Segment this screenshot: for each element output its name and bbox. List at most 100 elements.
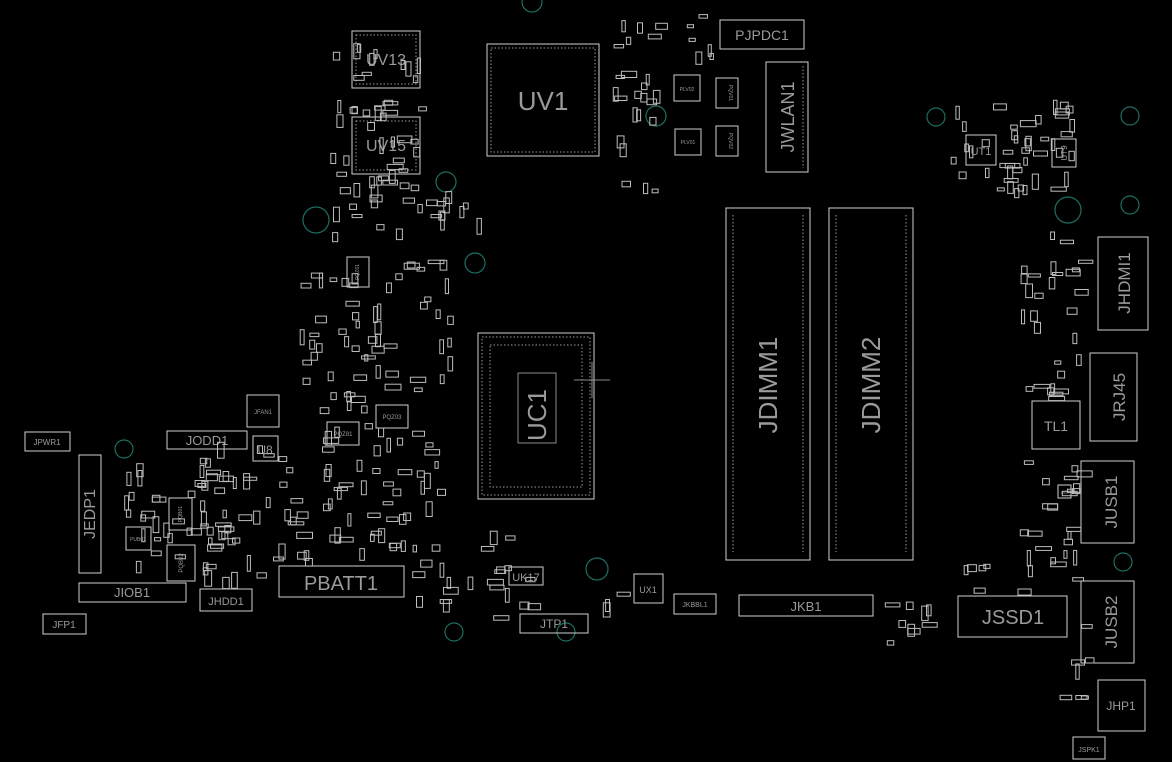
passive-pad <box>625 36 632 45</box>
pjpdc1-label: PJPDC1 <box>735 27 789 43</box>
component-jtp1[interactable]: JTP1 <box>519 613 589 634</box>
passive-pad <box>338 328 347 335</box>
component-jrj45[interactable]: JRJ45 <box>1089 352 1138 442</box>
passive-pad <box>1084 657 1095 664</box>
jkb1-label: JKB1 <box>790 599 821 614</box>
passive-pad <box>137 470 143 487</box>
passive-pad <box>290 498 304 504</box>
component-jusb2[interactable]: JUSB2 <box>1080 580 1135 664</box>
jwlan1-label: JWLAN1 <box>778 81 798 152</box>
component-jspk1[interactable]: JSPK1 <box>1072 736 1106 760</box>
component-uv1[interactable]: UV1 <box>486 43 600 157</box>
passive-pad <box>200 523 209 529</box>
passive-pad <box>476 217 482 235</box>
passive-pad <box>1050 383 1056 394</box>
component-uv15[interactable]: UV15 <box>351 116 421 175</box>
passive-pad <box>1035 115 1042 125</box>
passive-pad <box>686 24 694 29</box>
component-pjpdc1[interactable]: PJPDC1 <box>719 19 805 50</box>
component-pqb02[interactable]: PQB02 <box>166 544 196 582</box>
passive-pad <box>315 315 327 324</box>
component-pqb01[interactable]: PQB01 <box>168 497 193 531</box>
passive-pad <box>505 535 516 541</box>
component-pqv01[interactable]: PQV01 <box>715 77 739 109</box>
passive-pad <box>641 82 648 91</box>
passive-pad <box>444 278 449 295</box>
component-pqz03[interactable]: PQZ03 <box>375 404 409 429</box>
component-jwlan1[interactable]: JWLAN1 <box>765 61 809 173</box>
component-ut9[interactable]: UT9 <box>1051 138 1077 168</box>
component-jfan1[interactable]: JFAN1 <box>246 394 280 428</box>
passive-pad <box>436 201 447 207</box>
passive-pad <box>265 497 271 509</box>
passive-pad <box>1034 292 1044 299</box>
component-jfp1[interactable]: JFP1 <box>42 613 87 635</box>
passive-pad <box>439 339 444 355</box>
component-jodd1[interactable]: JODD1 <box>166 430 248 450</box>
component-jdimm1[interactable]: JDIMM1 <box>725 207 811 561</box>
component-pqz81[interactable]: PQZ81 <box>326 421 360 446</box>
passive-components <box>124 14 1095 701</box>
passive-pad <box>420 301 428 310</box>
component-pqv02[interactable]: PQV02 <box>715 125 739 157</box>
component-ux1[interactable]: UX1 <box>633 573 664 604</box>
passive-pad <box>323 437 340 444</box>
component-jssd1[interactable]: JSSD1 <box>957 595 1068 638</box>
component-jhp1[interactable]: JHP1 <box>1097 679 1146 732</box>
component-uv13[interactable]: UV13 <box>351 30 421 89</box>
component-plv02[interactable]: PLV02 <box>673 74 701 102</box>
component-jiob1[interactable]: JIOB1 <box>78 582 187 603</box>
passive-pad <box>615 74 626 80</box>
component-plv01[interactable]: PLV01 <box>674 128 702 156</box>
component-jkb1[interactable]: JKB1 <box>738 594 874 617</box>
passive-pad <box>1025 386 1034 392</box>
passive-pad <box>614 95 628 101</box>
passive-pad <box>290 516 297 526</box>
passive-pad <box>303 550 310 561</box>
component-pbatt1[interactable]: PBATT1 <box>278 565 405 598</box>
uv13-label: UV13 <box>366 52 406 69</box>
passive-pad <box>361 405 368 414</box>
component-jhdd1[interactable]: JHDD1 <box>199 588 253 612</box>
passive-pad <box>278 456 288 463</box>
passive-pad <box>985 167 990 179</box>
passive-pad <box>409 376 427 383</box>
passive-pad <box>352 312 360 321</box>
ut9-label: UT9 <box>1060 145 1069 161</box>
passive-pad <box>632 107 638 123</box>
passive-pad <box>377 303 382 321</box>
passive-pad <box>187 490 196 499</box>
passive-pad <box>373 306 378 324</box>
passive-pad <box>637 22 643 34</box>
passive-pad <box>1078 259 1094 264</box>
passive-pad <box>243 473 251 490</box>
passive-pad <box>412 544 418 553</box>
passive-pad <box>1050 186 1067 192</box>
component-jedp1[interactable]: JEDP1 <box>78 454 102 574</box>
component-jkbbl1[interactable]: JKBBL1 <box>673 593 717 615</box>
component-ut1[interactable]: UT1 <box>965 134 997 166</box>
passive-pad <box>1072 488 1081 495</box>
passive-pad <box>208 537 213 545</box>
passive-pad <box>232 477 237 489</box>
component-uk17[interactable]: UK17 <box>508 566 544 586</box>
passive-pad <box>424 296 432 303</box>
jiob1-label: JIOB1 <box>114 585 150 600</box>
passive-pad <box>1025 283 1033 299</box>
passive-pad <box>397 469 413 476</box>
passive-pad <box>525 576 536 583</box>
passive-pad <box>1059 694 1073 701</box>
component-uc1[interactable]: UC1 <box>477 332 610 500</box>
component-pub01[interactable]: PUB01 <box>125 526 152 551</box>
component-jusb1[interactable]: JUSB1 <box>1080 460 1135 544</box>
passive-pad <box>167 533 173 544</box>
passive-pad <box>345 300 360 307</box>
component-jpwr1[interactable]: JPWR1 <box>24 431 71 452</box>
component-jhdmi1[interactable]: JHDMI1 <box>1097 236 1149 331</box>
component-jdimm2[interactable]: JDIMM2 <box>828 207 914 561</box>
passive-pad <box>351 214 363 219</box>
passive-pad <box>973 587 986 594</box>
passive-pad <box>395 273 403 281</box>
component-tl1[interactable]: TL1 <box>1031 400 1081 450</box>
